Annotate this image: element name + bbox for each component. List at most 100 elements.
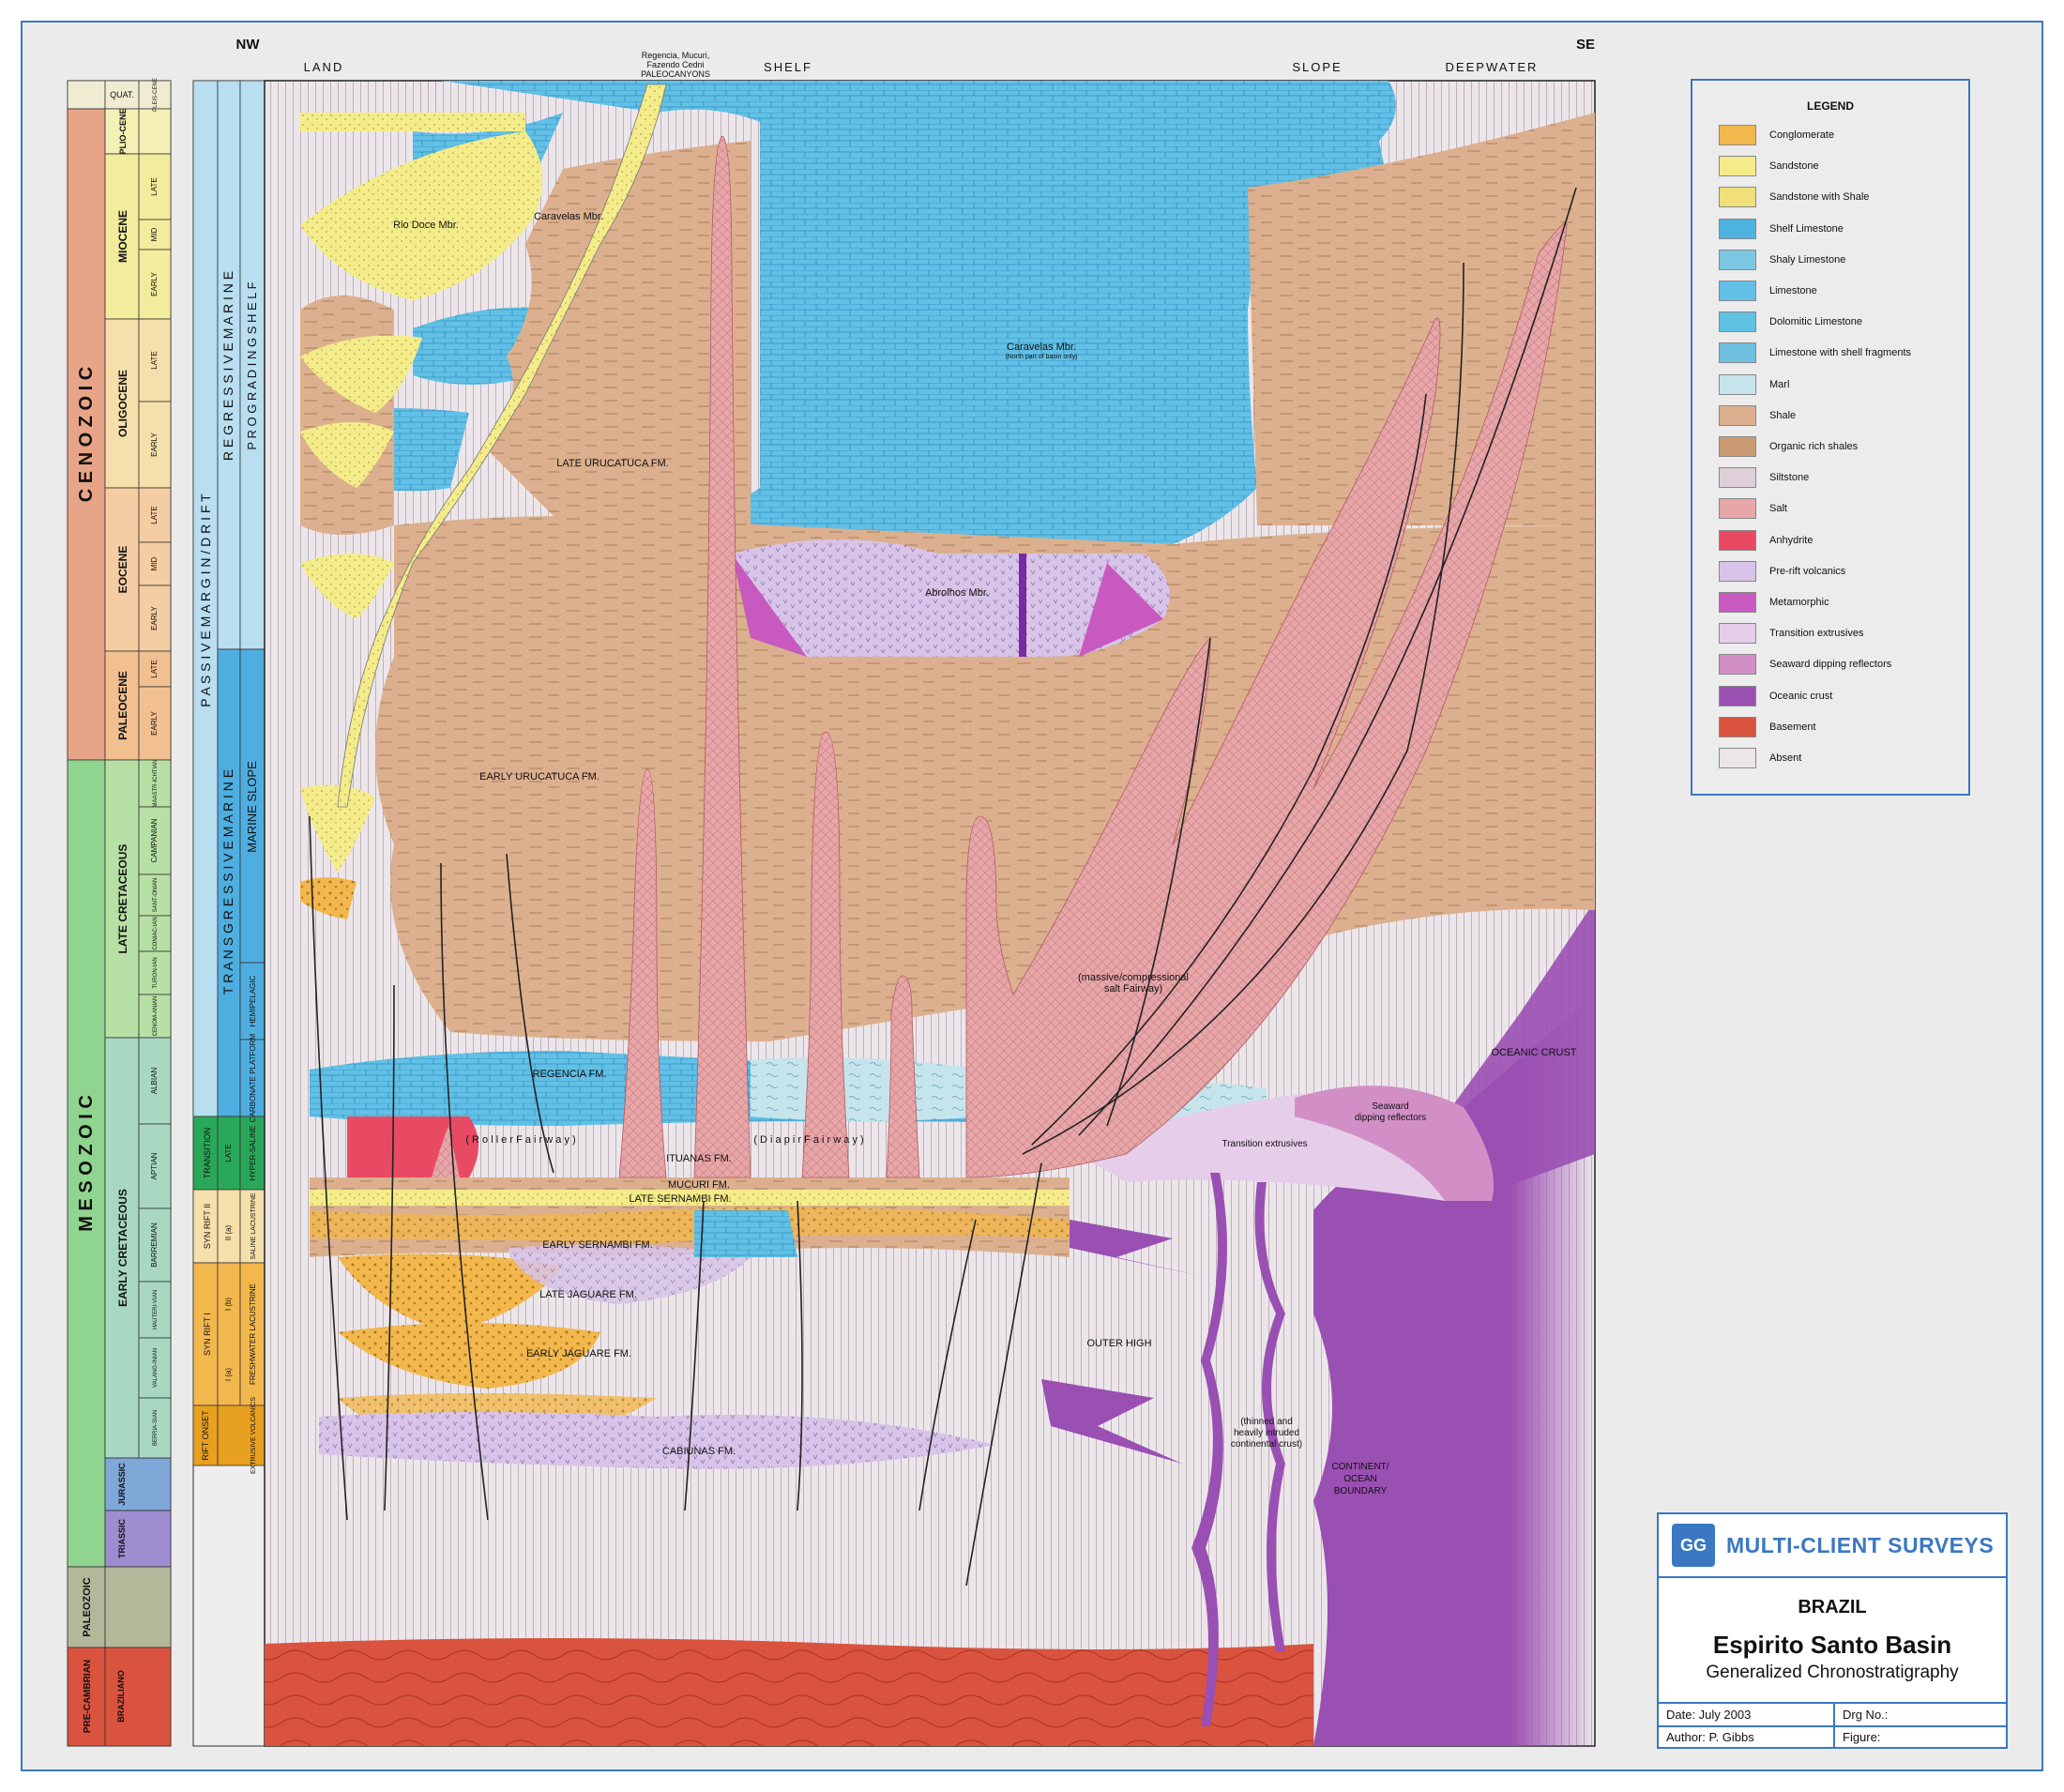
era-paleozoic: [67, 1566, 106, 1648]
legend-swatch: [1719, 716, 1756, 737]
era-label-cenozoic: C E N O Z O I C: [76, 367, 97, 502]
legend-label: Organic rich shales: [1769, 441, 1859, 452]
stage-label: CAMPANIAN: [150, 818, 159, 862]
zone-land: LAND: [304, 60, 344, 74]
stage-label: LATE: [150, 351, 159, 369]
legend-item: Sandstone: [1719, 155, 1819, 177]
stage-label: EARLY: [150, 711, 159, 736]
legend-swatch: [1719, 436, 1756, 457]
company-name: MULTI-CLIENT SURVEYS: [1726, 1532, 1995, 1557]
stage-column: PLEIS-CENE LATE MID EARLY LATE EARLY LAT…: [138, 78, 172, 1459]
rift-code: II (a): [224, 1224, 233, 1240]
legend-label: Absent: [1769, 752, 1802, 764]
stage-label: VALANG-INIAN: [153, 1348, 159, 1388]
period-jurassic: JURASSIC: [117, 1463, 127, 1506]
legend-item: Oceanic crust: [1719, 685, 1832, 707]
tectonic-regressive: R E G R E S S I V E M A R I N E: [220, 271, 235, 461]
fm-regencia: REGENCIA FM.: [533, 1069, 607, 1080]
fm-early-jaguare: EARLY JAGUARE FM.: [526, 1348, 631, 1359]
salt-fairway: [965, 222, 1568, 1178]
salt-fairway-label: (massive/compressional: [1078, 972, 1189, 983]
paleocanyon-label: Fazendo Cedni: [646, 60, 704, 69]
legend-label: Dolomitic Limestone: [1769, 316, 1863, 328]
env-prograding-shelf: P R O G R A D I N G S H E L F: [245, 281, 259, 449]
legend-item: Organic rich shales: [1719, 435, 1858, 458]
legend-swatch: [1719, 529, 1756, 551]
fm-late-sernambi: LATE SERNAMBI FM.: [629, 1193, 731, 1205]
stage-label: SANT-ONIAN: [153, 878, 159, 913]
legend-swatch: [1719, 592, 1756, 613]
fm-caravelas-west: Caravelas Mbr.: [534, 211, 603, 222]
stage-label: CENOM-ANIAN: [153, 996, 159, 1037]
legend-label: Sandstone: [1769, 160, 1819, 173]
era-cenozoic: [67, 108, 106, 761]
tectonic-transition: TRANSITION: [203, 1128, 212, 1179]
fm-late-jaguare: LATE JAGUARE FM.: [539, 1289, 637, 1300]
period-triassic: TRIASSIC: [117, 1519, 127, 1559]
env-saline-lacustrine: SALINE LACUSTRINE: [250, 1192, 257, 1260]
tectonic-phase: P A S S I V E M A R G I N / D R I F T: [198, 494, 213, 707]
stage-label: LATE: [150, 177, 159, 195]
legend-label: Basement: [1769, 721, 1816, 733]
tectonic-synrift2: SYN RIFT II: [203, 1204, 212, 1249]
legend-item: Limestone: [1719, 280, 1817, 302]
env-extrusive-volcanics: EXTRUSIVE VOLCANICS: [250, 1397, 257, 1474]
stage-label: HAUTERI-VIAN: [153, 1290, 159, 1329]
drawing-author: Author: P. Gibbs: [1666, 1730, 1754, 1744]
stage-label: MID: [150, 556, 159, 570]
period-braziliano: BRAZILIANO: [116, 1670, 126, 1723]
salt-diapir: [618, 768, 667, 1178]
transition-extrusives-label: Transition extrusives: [1222, 1139, 1307, 1149]
legend-swatch: [1719, 342, 1756, 364]
period-miocene: MIOCENE: [116, 210, 129, 263]
title-block-info: Date: July 2003 Author: P. Gibbs Drg No.…: [1659, 1702, 2006, 1749]
legend-item: Siltstone: [1719, 466, 1809, 489]
cob-label: OCEAN: [1343, 1474, 1377, 1484]
era-label-paleozoic: PALEOZOIC: [82, 1577, 93, 1636]
legend-label: Seaward dipping reflectors: [1769, 659, 1892, 671]
legend-swatch: [1719, 281, 1756, 301]
stage-label: TURON-IAN: [153, 957, 159, 988]
seaward-dipping-reflectors: [1295, 1086, 1494, 1201]
fm-caravelas-east: Caravelas Mbr.: [1007, 342, 1076, 353]
env-hypersaline: HYPER-SALINE: [249, 1126, 257, 1181]
fm-early-urucutuca: EARLY URUCATUCA FM.: [479, 771, 599, 782]
outer-high-label: OUTER HIGH: [1086, 1338, 1151, 1349]
stage-label: MID: [150, 227, 159, 241]
rift-code: I (a): [224, 1368, 233, 1382]
legend-item: Salt: [1719, 497, 1787, 520]
fm-itaunas: ITUANAS FM.: [666, 1153, 732, 1164]
era-label-precambrian: PRE-CAMBRIAN: [83, 1660, 93, 1733]
fm-rio-doce: Rio Doce Mbr.: [393, 220, 459, 231]
figure-subtitle: Generalized Chronostratigraphy: [1706, 1663, 1959, 1682]
env-hemipelagic: HEMIPELAGIC: [249, 975, 257, 1026]
fm-late-urucutuca: LATE URUCATUCA FM.: [556, 458, 668, 469]
legend-label: Marl: [1769, 378, 1790, 390]
zone-shelf: SHELF: [764, 60, 812, 74]
legend-item: Marl: [1719, 373, 1789, 396]
legend-label: Sandstone with Shale: [1769, 191, 1870, 204]
seaward-label: dipping reflectors: [1355, 1113, 1426, 1123]
time-scale: C E N O Z O I C M E S O Z O I C PALEOZOI…: [67, 78, 172, 1747]
title-block: GG MULTI-CLIENT SURVEYS BRAZIL Espirito …: [1657, 1512, 2008, 1749]
era-mesozoic: [67, 759, 106, 1568]
legend-item: Seaward dipping reflectors: [1719, 653, 1891, 676]
stage-label: EARLY: [150, 272, 159, 296]
legend-label: Shaly Limestone: [1769, 253, 1846, 266]
legend-swatch: [1719, 249, 1756, 270]
legend-label: Pre-rift volcanics: [1769, 565, 1846, 577]
period-quat: QUAT.: [110, 90, 134, 99]
direction-nw: NW: [236, 37, 261, 53]
legend-swatch: [1719, 748, 1756, 768]
legend-label: Limestone with shell fragments: [1769, 347, 1912, 359]
fm-caravelas-note: (North part of basin only): [1005, 354, 1077, 360]
drawing-number: Drg No.:: [1843, 1708, 1889, 1722]
rio-doce-sandstone: [300, 131, 542, 300]
legend-swatch: [1719, 311, 1756, 333]
legend-item: Absent: [1719, 747, 1801, 769]
caravelas-limestone: [441, 81, 1396, 544]
stage-label: APTIAN: [150, 1152, 159, 1179]
legend-item: Dolomitic Limestone: [1719, 311, 1862, 333]
period-paleocene: PALEOCENE: [116, 671, 129, 740]
